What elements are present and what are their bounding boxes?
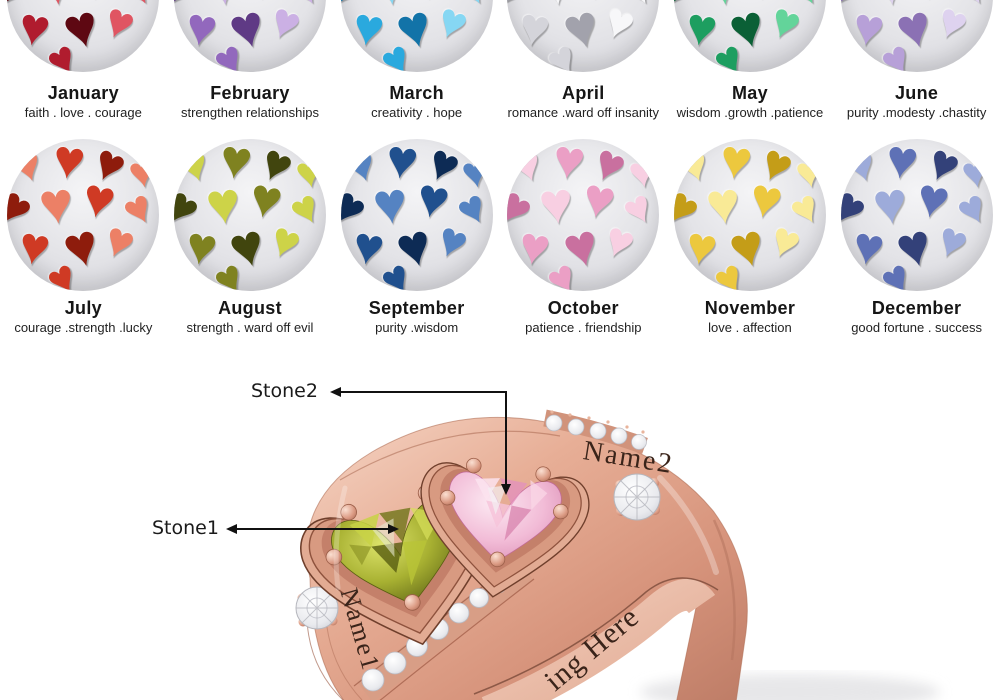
month-meaning: strength . ward off evil <box>186 320 314 335</box>
birthstone-photo-december: ♥♥♥♥♥♥♥♥♥♥♥♥ <box>840 139 993 291</box>
month-meaning: purity .wisdom <box>375 320 459 335</box>
accent-stone-right <box>613 473 661 521</box>
month-name: December <box>871 298 962 318</box>
birthstone-photo-november: ♥♥♥♥♥♥♥♥♥♥♥♥ <box>673 139 826 291</box>
month-cell-june: ♥♥♥♥♥♥♥♥♥♥♥♥ June purity .modesty .chast… <box>833 0 1000 120</box>
month-meaning: wisdom .growth .patience <box>676 105 824 120</box>
month-name: March <box>389 83 444 103</box>
month-name: May <box>731 83 768 103</box>
month-meaning: good fortune . success <box>851 320 983 335</box>
birthstone-photo-may: ♥♥♥♥♥♥♥♥♥♥♥♥ <box>673 0 826 72</box>
month-meaning: creativity . hope <box>371 105 463 120</box>
birthstone-photo-march: ♥♥♥♥♥♥♥♥♥♥♥♥ <box>340 0 493 72</box>
month-meaning: romance .ward off insanity <box>507 105 660 120</box>
month-cell-november: ♥♥♥♥♥♥♥♥♥♥♥♥ November love . affection <box>667 139 834 335</box>
month-name: August <box>218 298 282 318</box>
stone1-arrowhead-icon <box>388 524 399 534</box>
stone1-arrowhead-icon <box>226 524 237 534</box>
month-cell-september: ♥♥♥♥♥♥♥♥♥♥♥♥ September purity .wisdom <box>333 139 500 335</box>
stone2-arrowhead-icon <box>501 484 511 495</box>
month-cell-december: ♥♥♥♥♥♥♥♥♥♥♥♥ December good fortune . suc… <box>833 139 1000 335</box>
birthstone-photo-august: ♥♥♥♥♥♥♥♥♥♥♥♥ <box>173 139 326 291</box>
stone1-label: Stone1 <box>152 517 219 539</box>
month-cell-may: ♥♥♥♥♥♥♥♥♥♥♥♥ May wisdom .growth .patienc… <box>667 0 834 120</box>
month-name: February <box>210 83 290 103</box>
month-meaning: courage .strength .lucky <box>14 320 153 335</box>
highlight <box>657 475 719 575</box>
birthstone-photo-april: ♥♥♥♥♥♥♥♥♥♥♥♥ <box>507 0 660 72</box>
birthstone-photo-june: ♥♥♥♥♥♥♥♥♥♥♥♥ <box>840 0 993 72</box>
birthstone-photo-february: ♥♥♥♥♥♥♥♥♥♥♥♥ <box>173 0 326 72</box>
month-cell-august: ♥♥♥♥♥♥♥♥♥♥♥♥ August strength . ward off … <box>167 139 334 335</box>
band-edge-line <box>339 430 561 481</box>
month-cell-march: ♥♥♥♥♥♥♥♥♥♥♥♥ March creativity . hope <box>333 0 500 120</box>
month-cell-october: ♥♥♥♥♥♥♥♥♥♥♥♥ October patience . friendsh… <box>500 139 667 335</box>
band-split-line <box>712 519 736 661</box>
month-cell-january: ♥♥♥♥♥♥♥♥♥♥♥♥ January faith . love . cour… <box>0 0 167 120</box>
month-meaning: strengthen relationships <box>180 105 319 120</box>
month-cell-february: ♥♥♥♥♥♥♥♥♥♥♥♥ February strengthen relatio… <box>167 0 334 120</box>
ring-illustration: ing Here <box>293 409 940 700</box>
stone2-arrowhead-icon <box>330 387 341 397</box>
month-name: April <box>562 83 605 103</box>
top-channel-stones <box>545 410 647 450</box>
month-name: September <box>368 298 465 318</box>
month-name: November <box>704 298 796 318</box>
birthstone-photo-october: ♥♥♥♥♥♥♥♥♥♥♥♥ <box>507 139 660 291</box>
birthstone-photo-september: ♥♥♥♥♥♥♥♥♥♥♥♥ <box>340 139 493 291</box>
month-meaning: faith . love . courage <box>24 105 142 120</box>
month-name: June <box>895 83 939 103</box>
month-cell-april: ♥♥♥♥♥♥♥♥♥♥♥♥ April romance .ward off ins… <box>500 0 667 120</box>
birthstone-photo-january: ♥♥♥♥♥♥♥♥♥♥♥♥ <box>7 0 160 72</box>
birthstone-row-2: ♥♥♥♥♥♥♥♥♥♥♥♥ July courage .strength .luc… <box>0 139 1000 335</box>
ring-inner-edge-line <box>473 577 719 695</box>
stone2-connector-line <box>505 391 507 486</box>
month-meaning: love . affection <box>708 320 792 335</box>
birthstone-photo-july: ♥♥♥♥♥♥♥♥♥♥♥♥ <box>7 139 160 291</box>
lower-channel-stones <box>361 562 525 692</box>
month-meaning: patience . friendship <box>525 320 642 335</box>
stone1-connector-line <box>237 528 389 530</box>
lower-channel-edge <box>379 578 535 700</box>
highlight <box>333 485 348 591</box>
month-cell-july: ♥♥♥♥♥♥♥♥♥♥♥♥ July courage .strength .luc… <box>0 139 167 335</box>
stone2-connector-line <box>341 391 507 393</box>
birthstone-row-1: ♥♥♥♥♥♥♥♥♥♥♥♥ January faith . love . cour… <box>0 0 1000 120</box>
month-name: October <box>547 298 619 318</box>
month-meaning: purity .modesty .chastity <box>846 105 987 120</box>
stone2-heart <box>408 457 593 608</box>
month-name: July <box>64 298 102 318</box>
month-name: January <box>47 83 119 103</box>
ring-inner-band <box>481 579 716 700</box>
stone2-label: Stone2 <box>251 380 318 402</box>
